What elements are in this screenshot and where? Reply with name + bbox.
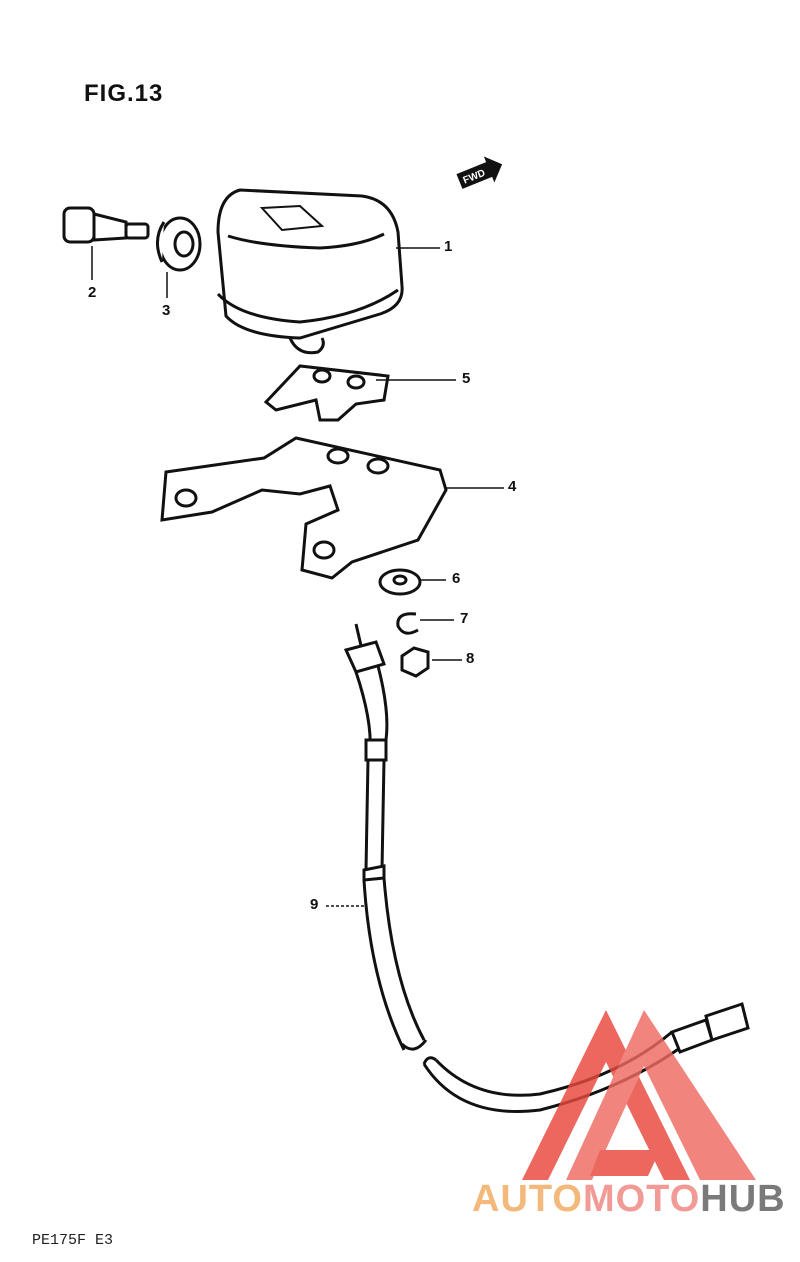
callout-7: 7 bbox=[460, 610, 469, 627]
part-5-plate bbox=[263, 364, 390, 422]
callout-3: 3 bbox=[162, 302, 171, 319]
part-4-bracket bbox=[160, 436, 448, 580]
part-3-grommet bbox=[156, 216, 202, 298]
part-7-lock-washer bbox=[396, 612, 419, 635]
callout-8: 8 bbox=[466, 650, 475, 667]
callout-4: 4 bbox=[508, 478, 517, 495]
watermark-logo-icon bbox=[522, 1010, 756, 1180]
callout-1: 1 bbox=[444, 238, 453, 255]
watermark-auto: AUTO bbox=[472, 1178, 583, 1220]
part-6-washer bbox=[378, 568, 422, 596]
watermark-hub: HUB bbox=[700, 1178, 786, 1220]
fwd-arrow-icon: FWD bbox=[456, 156, 503, 189]
part-2-fitting bbox=[62, 206, 150, 280]
callout-6: 6 bbox=[452, 570, 461, 587]
leader-lines bbox=[326, 247, 504, 907]
part-1-box bbox=[216, 188, 404, 355]
callout-5: 5 bbox=[462, 370, 471, 387]
callout-9: 9 bbox=[310, 896, 319, 913]
watermark-moto: MOTO bbox=[582, 1178, 701, 1220]
part-8-nut bbox=[400, 646, 430, 678]
callout-2: 2 bbox=[88, 284, 97, 301]
figure-title: FIG.13 bbox=[84, 80, 164, 107]
watermark-text: AUTOMOTOHUB bbox=[472, 1178, 786, 1221]
model-code: PE175F E3 bbox=[32, 1232, 114, 1249]
part-9-cable bbox=[343, 623, 750, 1113]
